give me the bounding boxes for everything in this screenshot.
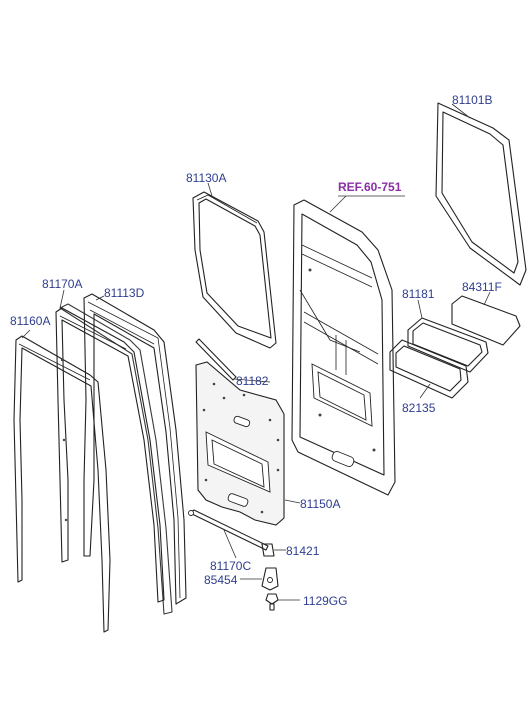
- leader-81113d: [95, 295, 105, 301]
- bracket-85454: [261, 567, 279, 591]
- label-81421: 81421: [286, 544, 320, 558]
- weatherstrip-82135: [389, 339, 469, 399]
- label-81170a: 81170A: [42, 277, 82, 291]
- leader-81182: [233, 378, 271, 383]
- label-81150a: 81150A: [300, 497, 340, 511]
- leader-81181: [417, 299, 423, 319]
- leader-82135: [419, 383, 431, 399]
- label-81170c: 81170C: [210, 559, 251, 573]
- label-81160a: 81160A: [10, 314, 50, 328]
- leader-ref: [329, 195, 347, 213]
- label-85454: 85454: [204, 573, 238, 587]
- leader-81170c: [223, 529, 237, 559]
- leader-81160a: [21, 329, 31, 339]
- leader-81150a: [284, 499, 301, 504]
- glass-81101b: [435, 102, 527, 286]
- rod-81170c: [188, 509, 269, 551]
- door-frame-ref: [291, 199, 396, 496]
- label-81182: 81182: [236, 374, 269, 388]
- label-82135: 82135: [402, 401, 436, 415]
- label-81113d: 81113D: [104, 286, 145, 300]
- label-81101b: 81101B: [452, 93, 492, 107]
- reference-label: REF.60-751: [338, 180, 402, 194]
- leader-84311f: [483, 291, 491, 306]
- trim-panel-81150a: [195, 361, 285, 526]
- glass-run-81130a: [192, 191, 277, 349]
- leader-81130a: [207, 182, 213, 197]
- strip-81182: [195, 338, 237, 381]
- label-81130a: 81130A: [186, 171, 226, 185]
- label-84311f: 84311F: [462, 280, 502, 294]
- bolt-1129gg: [265, 593, 279, 611]
- label-1129gg: 1129GG: [303, 594, 347, 608]
- door-weatherstrip-81113d: [59, 293, 187, 615]
- leader-81170a: [59, 289, 65, 309]
- leader-81101b: [451, 103, 471, 119]
- clip-81421: [261, 543, 275, 557]
- label-81181: 81181: [402, 287, 435, 301]
- weatherstrip-81160a: [13, 335, 111, 633]
- glass-84311f: [451, 295, 521, 346]
